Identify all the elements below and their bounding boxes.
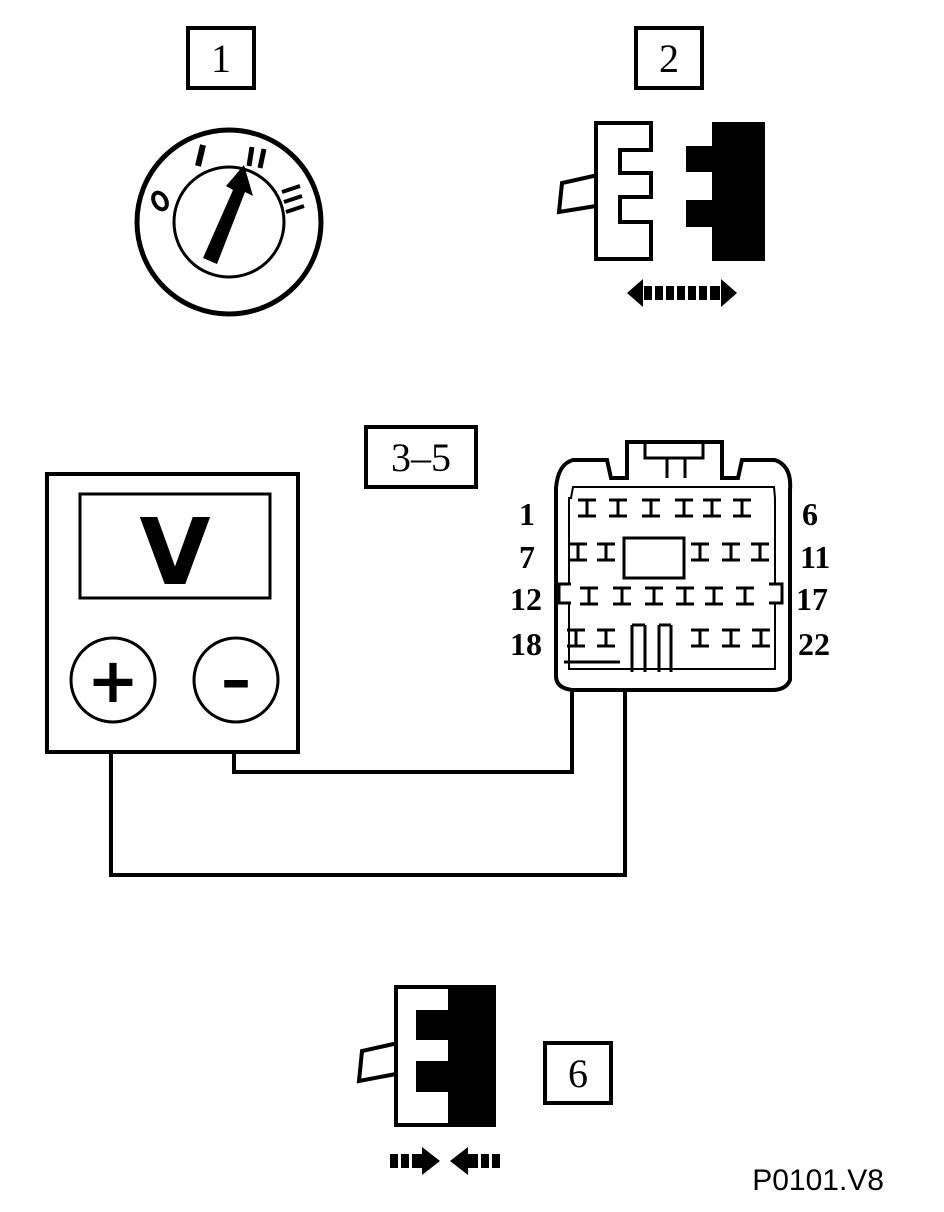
pin-label-11: 11 (800, 539, 830, 575)
connector-pin-row-2 (569, 542, 769, 562)
ignition-switch-icon (134, 127, 324, 317)
pin-label-17: 17 (796, 581, 828, 617)
positive-terminal-label: + (87, 644, 139, 717)
step-2-box: 2 (634, 26, 704, 90)
pin-label-18: 18 (510, 626, 542, 662)
positive-terminal: + (69, 636, 157, 724)
voltmeter-display (78, 492, 272, 600)
voltmeter-display-text: V (139, 499, 210, 606)
connector-pin-labels: 1 6 7 11 12 17 18 22 (510, 496, 830, 662)
pin-label-6: 6 (802, 496, 818, 532)
step-1-label: 1 (211, 36, 231, 81)
step-6-label: 6 (568, 1051, 588, 1096)
connector-pin-row-3 (580, 586, 754, 606)
pin-label-7: 7 (519, 539, 535, 575)
connector-plug-half-connected (394, 985, 452, 1127)
connector-center-key (622, 536, 686, 580)
connector-22-pin-face (554, 440, 793, 692)
connector-pin-row-1 (578, 498, 751, 518)
negative-terminal-label: – (221, 645, 251, 715)
negative-terminal: – (192, 636, 280, 724)
connector-socket-half (686, 122, 765, 261)
ignition-key-pointer-icon (203, 165, 253, 264)
step-3-5-box: 3–5 (364, 425, 478, 489)
connector-latch (643, 442, 705, 460)
step-2-label: 2 (659, 36, 679, 81)
ignition-position-III-mark (281, 184, 305, 214)
connector-disconnect-icon (556, 121, 765, 307)
reference-code: P0101.V8 (752, 1164, 884, 1197)
pin-label-12: 12 (510, 581, 542, 617)
connector-reconnect-icon (356, 985, 500, 1175)
join-arrows-icon (390, 1147, 500, 1175)
voltmeter-icon: V + – (45, 472, 300, 754)
positive-lead-wire (109, 655, 627, 877)
ignition-position-II-mark (246, 146, 267, 169)
pin-label-1: 1 (519, 496, 535, 532)
step-3-5-label: 3–5 (391, 435, 451, 480)
ignition-position-I-mark (195, 144, 206, 167)
step-1-box: 1 (186, 26, 256, 90)
separate-arrow-icon (627, 279, 737, 307)
step-6-box: 6 (543, 1041, 613, 1105)
connector-plug-half (594, 121, 653, 261)
pin-label-22: 22 (798, 626, 830, 662)
ignition-position-0-mark (151, 190, 169, 212)
connector-pin-row-4 (567, 628, 770, 648)
connector-socket-half-connected (420, 985, 496, 1127)
